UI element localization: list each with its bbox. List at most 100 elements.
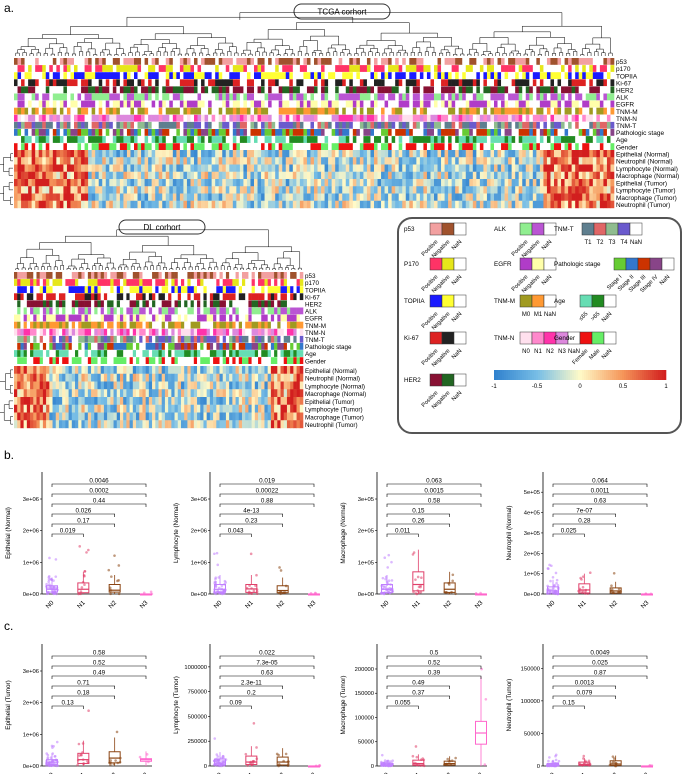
tcga-annot-cell [554, 79, 558, 87]
dl-annot-cell [87, 279, 92, 286]
tcga-heat-cell [239, 157, 244, 165]
tcga-annot-cell [585, 114, 590, 122]
tcga-heat-cell [575, 164, 580, 172]
tcga-annot-cell [356, 79, 361, 87]
dl-annot-cell [123, 314, 127, 322]
tcga-annot-cell [141, 72, 145, 79]
tcga-heat-cell [282, 186, 287, 194]
tcga-annot-cell [522, 65, 527, 72]
tcga-heat-cell [229, 193, 234, 201]
tcga-heat-cell [112, 193, 117, 201]
tcga-annot-cell [469, 72, 474, 79]
tcga-annot-cell [144, 72, 149, 79]
tcga-heat-cell [585, 171, 590, 180]
tcga-annot-cell [204, 143, 209, 150]
tcga-annot-cell [144, 86, 149, 94]
tcga-annot-cell [381, 93, 385, 101]
tcga-annot-cell [384, 86, 389, 94]
tcga-heat-cell [437, 193, 442, 201]
tcga-heat-cell [126, 179, 131, 187]
tcga-annot-cell [17, 136, 22, 143]
tcga-annot-cell [522, 121, 527, 129]
tcga-annot-cell [405, 86, 410, 94]
dl-annot-cell [126, 350, 130, 357]
tcga-annot-cell [314, 86, 318, 94]
tcga-annot-cell [434, 129, 438, 136]
tcga-heat-cell [599, 193, 604, 201]
tcga-annot-cell [250, 129, 255, 136]
tcga-heat-cell [232, 164, 237, 172]
tcga-annot-cell [345, 129, 350, 136]
tcga-annot-cell [218, 121, 223, 129]
dl-annot-cell [145, 321, 150, 329]
tcga-annot-cell [585, 93, 590, 101]
tcga-heat-cell [458, 164, 463, 172]
tcga-annot-cell [321, 129, 325, 136]
tcga-annot-cell [554, 100, 558, 108]
dl-annot-cell [229, 293, 233, 301]
tcga-annot-cell [91, 107, 96, 115]
tcga-annot-cell [592, 65, 597, 72]
tcga-annot-cell [575, 143, 580, 150]
tcga-heat-cell [70, 186, 75, 194]
tcga-annot-cell [314, 93, 318, 101]
tcga-annot-cell [582, 143, 587, 150]
tcga-annot-cell [444, 58, 449, 65]
tcga-heat-cell [232, 193, 237, 201]
dl-annot-cell [142, 307, 146, 315]
dl-dendro-branch [39, 242, 92, 255]
tcga-annot-cell [546, 72, 551, 79]
dl-annot-cell [75, 343, 79, 350]
tcga-heat-cell [45, 193, 50, 201]
dl-annot-cell [116, 307, 121, 315]
tcga-annot-cell [59, 58, 64, 65]
tcga-annot-cell [606, 86, 611, 94]
tcga-annot-cell [208, 65, 212, 72]
tcga-annot-cell [155, 65, 160, 72]
tcga-annot-cell [490, 143, 495, 150]
tcga-heat-cell [63, 157, 68, 165]
dl-annot-cell [78, 321, 82, 329]
tcga-heat-cell [268, 157, 272, 165]
dl-annot-cell [110, 293, 114, 301]
tcga-annot-cell [179, 114, 184, 122]
tcga-annot-cell [324, 93, 329, 101]
tcga-annot-cell [70, 136, 75, 143]
tcga-dendro-branch [206, 54, 211, 56]
dl-annot-cell [277, 293, 281, 301]
tcga-annot-cell [296, 86, 301, 94]
tcga-annot-cell [359, 121, 364, 129]
dl-annot-cell [136, 272, 140, 279]
tcga-annot-cell [539, 86, 544, 94]
tcga-annot-cell [102, 58, 107, 65]
dl-annot-cell [251, 286, 256, 293]
tcga-annot-cell [472, 121, 477, 129]
dl-annot-cell [296, 286, 301, 293]
dl-annot-cell [267, 279, 272, 286]
tcga-annot-cell [225, 86, 230, 94]
tcga-heat-cell [476, 193, 481, 201]
tcga-annot-cell [603, 93, 608, 101]
tcga-annot-cell [296, 114, 301, 122]
tcga-annot-cell [338, 121, 343, 129]
tcga-annot-cell [179, 107, 184, 115]
tcga-heat-cell [197, 171, 202, 180]
tcga-annot-cell [225, 129, 230, 136]
tcga-annot-cell [155, 58, 160, 65]
tcga-annot-cell [479, 136, 484, 143]
dl-annot-cell [26, 335, 31, 343]
tcga-annot-cell [232, 72, 237, 79]
tcga-annot-cell [261, 121, 265, 129]
tcga-annot-cell [529, 100, 534, 108]
tcga-annot-cell [275, 143, 280, 150]
dl-annot-cell [235, 293, 240, 301]
dl-annot-cell [75, 357, 79, 364]
tcga-dendro-branch [297, 51, 302, 56]
tcga-heat-cell [81, 164, 85, 172]
tcga-heat-cell [151, 193, 156, 201]
tcga-annot-cell [592, 79, 597, 87]
tcga-heat-cell [91, 186, 96, 194]
tcga-annot-cell [134, 86, 138, 94]
tcga-annot-cell [239, 100, 244, 108]
